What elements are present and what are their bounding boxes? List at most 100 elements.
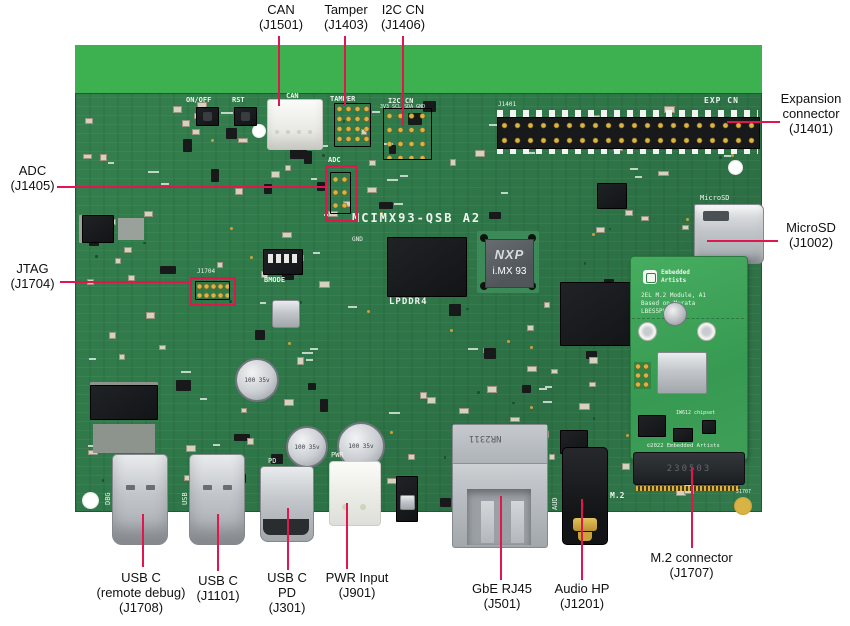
soc-corner-hole [480, 234, 488, 242]
gnd-silkscreen: GND [352, 236, 363, 243]
m2-brand-line2: Artists [661, 277, 687, 284]
m2-pad-grid [634, 362, 651, 389]
fiducial [82, 492, 99, 509]
tamper-silkscreen: TAMPER [330, 95, 356, 103]
pmic-chip [560, 282, 642, 346]
m2-perforation [632, 318, 744, 319]
qfp-chip [90, 385, 158, 420]
gbe-label: GbE RJ45(J501) [472, 581, 532, 611]
rst-silkscreen: RST [232, 96, 245, 104]
board-model-silkscreen: MCIMX93-QSB A2 [352, 211, 482, 225]
jtag-label: JTAG(J1704) [10, 261, 55, 291]
m2-gold-pin-strip [636, 486, 740, 491]
usbc-leader-line [217, 514, 219, 571]
adc-leader-line [57, 186, 325, 188]
m2-small-chip [673, 428, 693, 442]
gbe-leader-line [500, 496, 502, 580]
jtag-header[interactable] [195, 281, 230, 300]
m2-silkscreen: M.2 [610, 491, 625, 500]
ufl-antenna-connector[interactable] [638, 322, 657, 341]
expcn-silkscreen: EXP CN [704, 96, 739, 105]
usbc-debug-port[interactable] [112, 454, 168, 545]
microsd-leader-line [707, 240, 778, 242]
tamper-header[interactable] [334, 103, 371, 147]
ufl-antenna-connector[interactable] [697, 322, 716, 341]
fiducial [728, 160, 743, 175]
m2-slot-connector[interactable]: 230503 [633, 452, 745, 485]
bmode-dip-switch[interactable] [263, 249, 303, 275]
embedded-artists-logo-icon [643, 270, 657, 284]
aud-silkscreen: AUD [551, 497, 559, 510]
usb-silkscreen: USB [181, 492, 189, 505]
microsd-label: MicroSD(J1002) [786, 220, 836, 250]
electrolytic-cap: 100 35v [235, 358, 279, 402]
pwr-label: PWR Input(J901) [325, 570, 389, 600]
m2-flash-chip [638, 415, 666, 437]
rj45-marking: NR2311 [469, 433, 502, 443]
can-connector[interactable] [267, 99, 323, 150]
adc-header[interactable] [330, 172, 351, 214]
dbg-silkscreen: DBG [104, 492, 112, 505]
usbc-pd-leader-line [287, 508, 289, 570]
m2-label: M.2 connector(J1707) [650, 550, 733, 580]
lpddr4-chip [387, 237, 467, 297]
electrolytic-cap: 100 35v [286, 426, 328, 468]
pwr-silkscreen: PWR [331, 451, 344, 459]
m2-mounting-screw [663, 302, 687, 326]
m2-copyright: ©2022 Embedded Artists [647, 443, 720, 449]
soic-chip [82, 215, 114, 243]
power-slide-switch[interactable] [396, 476, 418, 522]
adc-callout-box [325, 165, 358, 222]
pd-silkscreen: PD [268, 457, 277, 465]
fiducial [252, 124, 266, 138]
audio-leader-line [581, 499, 583, 580]
can-label: CAN(J1501) [258, 2, 304, 32]
usbc-port[interactable] [189, 454, 245, 545]
nxp-logo: NXP [494, 247, 525, 262]
usbc-debug-leader-line [142, 514, 144, 567]
i2c-silkscreen: I2C CN [388, 97, 414, 105]
soc-name: i.MX 93 [492, 266, 527, 277]
i2c-leader-line [402, 36, 404, 126]
pwr-input-connector[interactable] [329, 461, 381, 526]
imx93-soc: NXP i.MX 93 [485, 239, 534, 288]
lpddr4-silkscreen: LPDDR4 [389, 297, 428, 307]
can-leader-line [278, 36, 280, 106]
adc-silkscreen: ADC [328, 156, 341, 164]
usbc-label: USB C(J1101) [196, 573, 240, 603]
m2-leader-line [691, 467, 693, 548]
expansion-connector[interactable] [497, 110, 760, 154]
jtag-leader-line [60, 281, 190, 283]
soc-corner-hole [480, 282, 488, 290]
wifi-shield-can [657, 352, 707, 394]
m2-module-name: 2EL M.2 Module, A1 [641, 292, 707, 299]
j1704-silkscreen: J1704 [197, 268, 216, 275]
gold-pad [734, 497, 752, 515]
rj45-port[interactable]: NR2311 [452, 424, 548, 548]
pwr-leader-line [346, 503, 348, 569]
i2c-label: I2C CN(J1406) [380, 2, 426, 32]
onoff-button[interactable] [196, 107, 219, 126]
reset-button[interactable] [234, 107, 257, 126]
bmode-silkscreen: BMODE [264, 276, 286, 284]
audio-jack[interactable] [562, 447, 608, 545]
m2-brand-line1: Embedded [661, 269, 690, 276]
microsd-slot[interactable] [694, 204, 764, 264]
usbc-debug-label: USB C(remote debug)(J1708) [96, 570, 186, 615]
tamper-leader-line [344, 36, 346, 106]
j1707-silkscreen: J1707 [736, 489, 752, 495]
soc-corner-hole [528, 234, 536, 242]
m2-chipset-label: IW612 chipset [676, 410, 716, 416]
m2-module-partno: LBES5PL2EL [641, 308, 678, 315]
jtag-callout-box [190, 277, 236, 306]
audio-label: Audio HP(J1201) [554, 581, 610, 611]
microsd-silkscreen: MicroSD [700, 194, 730, 202]
j1401-silkscreen: J1401 [498, 101, 517, 108]
can-silkscreen: CAN [286, 92, 299, 100]
board-top-edge [75, 45, 762, 93]
i2c-header[interactable] [383, 108, 432, 160]
expansion-leader-line [727, 121, 780, 123]
adc-label: ADC(J1405) [10, 163, 55, 193]
